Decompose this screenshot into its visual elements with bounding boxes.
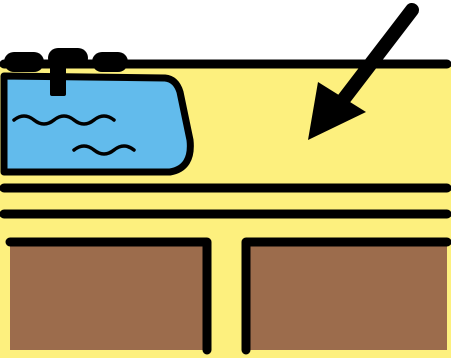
arrow-head <box>308 82 366 140</box>
faucet-icon <box>4 48 128 96</box>
arrow-shaft <box>333 3 419 111</box>
cabinet-door-left <box>10 242 207 350</box>
sink-basin <box>0 72 194 176</box>
wave-1 <box>12 114 116 126</box>
cabinet-door-right <box>246 242 447 350</box>
faucet-spout <box>48 48 88 68</box>
water-waves <box>12 114 136 156</box>
cabinet <box>5 237 451 355</box>
faucet-handle-left <box>4 52 44 72</box>
faucet-handle-right <box>92 52 128 72</box>
wave-2 <box>72 144 136 156</box>
cabinet-outline <box>5 237 451 355</box>
faucet-neck <box>50 66 66 96</box>
pointer-arrow-icon <box>308 3 419 140</box>
